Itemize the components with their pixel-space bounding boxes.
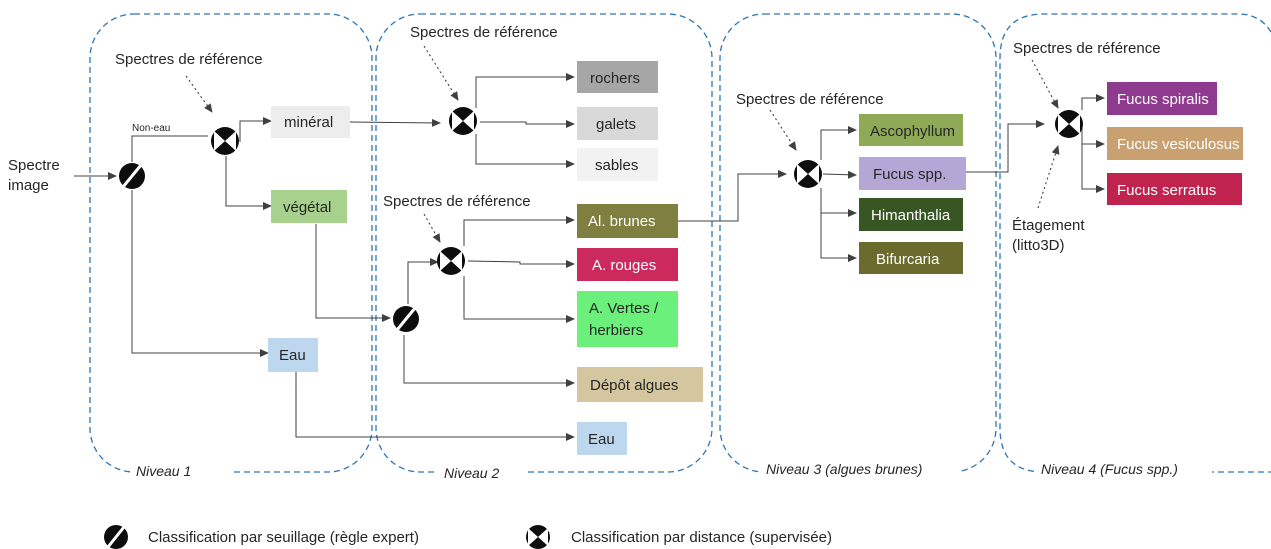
threshold-node-icon bbox=[104, 525, 128, 549]
level-1-label: Niveau 1 bbox=[136, 463, 191, 479]
class-box-depot-algues: Dépôt algues bbox=[577, 367, 703, 402]
distance-node-icon bbox=[211, 127, 239, 155]
reference-spectra-label: Spectres de référence bbox=[736, 91, 884, 108]
class-box-label: Fucus spp. bbox=[873, 166, 946, 183]
class-box-himanthalia: Himanthalia bbox=[859, 198, 963, 231]
class-box-galets: galets bbox=[577, 107, 658, 140]
level-1-frame bbox=[89, 13, 373, 473]
class-box-label: Al. brunes bbox=[588, 213, 656, 230]
threshold-node-icon bbox=[119, 163, 145, 189]
class-box-fucus-spp: Fucus spp. bbox=[859, 157, 966, 190]
class-box-label: Fucus serratus bbox=[1117, 182, 1216, 199]
class-box-fucus-vesiculosus: Fucus vesiculosus bbox=[1107, 127, 1243, 160]
class-box-al-brunes: Al. brunes bbox=[577, 204, 678, 238]
class-box-sables: sables bbox=[577, 148, 658, 181]
level-4-frame bbox=[999, 13, 1271, 473]
distance-node-icon bbox=[794, 160, 822, 188]
class-box-fucus-serratus: Fucus serratus bbox=[1107, 173, 1242, 205]
class-box-label: A. rouges bbox=[592, 257, 656, 274]
class-box-label: Fucus vesiculosus bbox=[1117, 136, 1240, 153]
threshold-node-icon bbox=[393, 306, 419, 332]
class-box-a-rouges: A. rouges bbox=[577, 248, 678, 281]
class-box-label: végétal bbox=[283, 199, 331, 216]
class-box-eau: Eau bbox=[268, 338, 318, 372]
distance-node-icon bbox=[526, 525, 550, 549]
reference-spectra-label: Spectres de référence bbox=[1013, 40, 1161, 57]
level-3-label: Niveau 3 (algues brunes) bbox=[766, 461, 922, 477]
class-box-a-vertes: A. Vertes / herbiers bbox=[577, 291, 678, 347]
class-box-bifurcaria: Bifurcaria bbox=[859, 242, 963, 274]
reference-spectra-label: Spectres de référence bbox=[383, 193, 531, 210]
legend-threshold-label: Classification par seuillage (règle expe… bbox=[148, 529, 419, 546]
class-box-label: Ascophyllum bbox=[870, 123, 955, 140]
reference-spectra-label: Spectres de référence bbox=[410, 24, 558, 41]
class-box-rochers: rochers bbox=[577, 61, 658, 93]
class-box-label: galets bbox=[596, 116, 636, 133]
distance-node-icon bbox=[1055, 110, 1083, 138]
input-label-line2: image bbox=[8, 177, 49, 194]
class-box-label: Fucus spiralis bbox=[1117, 91, 1209, 108]
non-eau-label: Non-eau bbox=[132, 123, 170, 134]
class-box-label: herbiers bbox=[589, 322, 643, 339]
class-box-label: minéral bbox=[284, 114, 333, 131]
class-box-eau: Eau bbox=[577, 422, 627, 455]
legend: Classification par seuillage (règle expe… bbox=[104, 525, 832, 549]
distance-node-icon bbox=[437, 247, 465, 275]
class-box-label: Eau bbox=[588, 431, 615, 448]
level-2-frame bbox=[375, 13, 713, 473]
class-box-label: Himanthalia bbox=[871, 207, 951, 224]
legend-distance-label: Classification par distance (supervisée) bbox=[571, 529, 832, 546]
class-box-mineral: minéral bbox=[271, 106, 350, 138]
etagement-label-line2: (litto3D) bbox=[1012, 237, 1065, 254]
class-box-label: A. Vertes / bbox=[589, 300, 659, 317]
class-box-fucus-spiralis: Fucus spiralis bbox=[1107, 82, 1217, 115]
class-box-label: Bifurcaria bbox=[876, 251, 940, 268]
class-box-ascophyllum: Ascophyllum bbox=[859, 114, 963, 146]
class-box-vegetal: végétal bbox=[271, 190, 347, 223]
level-2-label: Niveau 2 bbox=[444, 465, 499, 481]
class-box-label: sables bbox=[595, 157, 638, 174]
input-label-line1: Spectre bbox=[8, 157, 60, 174]
etagement-label-line1: Étagement bbox=[1012, 217, 1085, 234]
reference-spectra-label: Spectres de référence bbox=[115, 51, 263, 68]
class-box-label: Eau bbox=[279, 347, 306, 364]
class-box-label: Dépôt algues bbox=[590, 377, 678, 394]
distance-node-icon bbox=[449, 107, 477, 135]
level-4-label: Niveau 4 (Fucus spp.) bbox=[1041, 461, 1178, 477]
class-box-label: rochers bbox=[590, 70, 640, 87]
